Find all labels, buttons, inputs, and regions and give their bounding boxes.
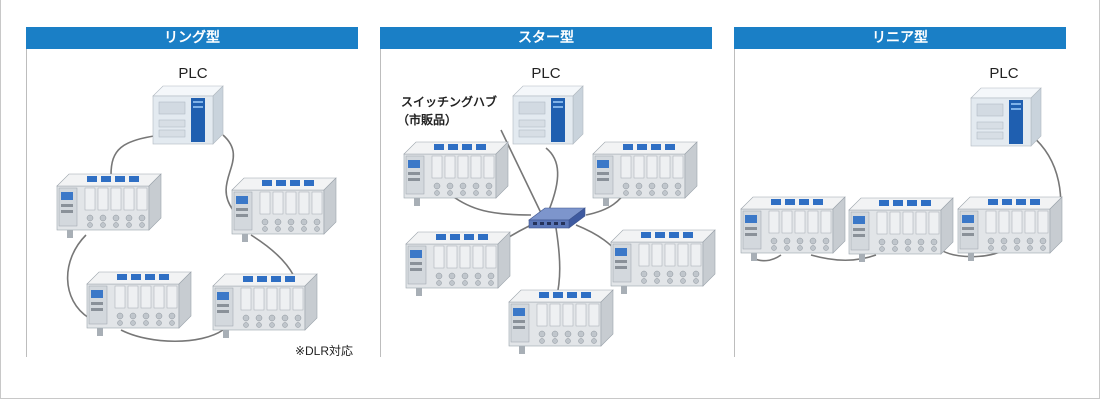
panel-linear-title: リニア型	[734, 27, 1066, 49]
panel-ring: リング型	[26, 27, 360, 357]
linear-module-2	[848, 197, 954, 263]
panel-ring-title: リング型	[26, 27, 358, 49]
ring-module-4	[212, 273, 318, 339]
ring-dlr-note: ※DLR対応	[295, 344, 353, 358]
star-plc	[512, 85, 584, 145]
switch-label-line-1: スイッチングハブ	[401, 94, 497, 109]
star-module-2	[592, 141, 698, 207]
panel-linear: リニア型	[734, 27, 1068, 357]
linear-plc-label: PLC	[989, 65, 1018, 82]
switch-label-line-2: （市販品）	[397, 112, 457, 127]
star-module-3	[405, 231, 511, 297]
linear-plc	[970, 87, 1042, 147]
ring-module-3	[86, 271, 192, 337]
ring-module-2	[231, 177, 337, 243]
linear-module-1	[740, 196, 846, 262]
linear-module-3	[957, 196, 1063, 262]
ring-module-1	[56, 173, 162, 239]
panel-star: スター型	[380, 27, 714, 357]
ring-plc	[152, 85, 224, 145]
star-plc-label: PLC	[531, 65, 560, 82]
ring-plc-label: PLC	[178, 65, 207, 82]
panel-star-title: スター型	[380, 27, 712, 49]
star-module-5	[508, 289, 614, 355]
star-module-4	[610, 229, 716, 295]
star-module-1	[403, 141, 509, 207]
